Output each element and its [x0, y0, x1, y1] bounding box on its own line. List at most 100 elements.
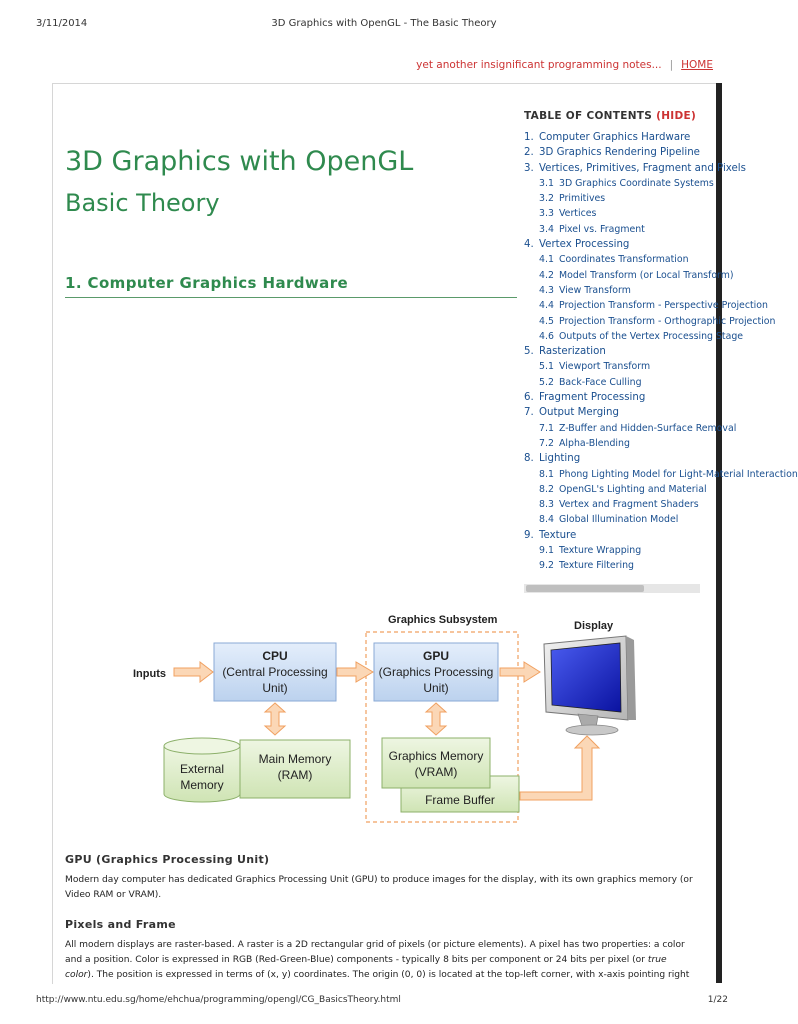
toc-heading: TABLE OF CONTENTS (HIDE): [524, 110, 700, 122]
toc-item-number: 3.: [524, 162, 534, 174]
toc-item[interactable]: 9.Texture: [524, 528, 700, 543]
toc-item-number: 4.5: [539, 315, 554, 327]
toc-item[interactable]: 7.Output Merging: [524, 405, 700, 420]
toc-item-number: 7.: [524, 407, 534, 419]
toc-item[interactable]: 8.Lighting: [524, 451, 700, 466]
gpu-display-arrow: [499, 661, 541, 683]
graphics-memory-box: [381, 737, 491, 789]
toc-item-label: 3D Graphics Coordinate Systems: [559, 177, 714, 189]
toc-item[interactable]: 3. Vertices, Primitives, Fragment and Pix…: [524, 161, 746, 176]
toc-item[interactable]: 4.2 Model Transform (or Local Transform): [524, 268, 734, 283]
toc-item-number: 7.2: [539, 437, 554, 449]
toc-item-label: Primitives: [559, 193, 606, 205]
toc-item-number: 8.2: [539, 483, 554, 495]
toc-item-number: 5.1: [539, 361, 554, 373]
cpu-ram-double-arrow: [263, 702, 287, 736]
pixels-paragraph-line2: and a position. Color is expressed in RG…: [65, 952, 667, 968]
toc-item-label: Texture: [539, 529, 577, 541]
toc-item-number: 5.: [524, 346, 534, 358]
toc-item-label: Back-Face Culling: [559, 376, 642, 388]
toc-item-number: 4.2: [539, 269, 554, 281]
toc-item-label: Vertices, Primitives, Fragment and Pixel…: [539, 162, 746, 174]
toc-item-label: Rasterization: [539, 346, 606, 358]
toc-item[interactable]: 2.3D Graphics Rendering Pipeline: [524, 145, 700, 160]
toc-item[interactable]: 1.Computer Graphics Hardware: [524, 130, 700, 145]
toc-title: TABLE OF CONTENTS: [524, 110, 653, 122]
gpu-line2: (Graphics Processing: [379, 665, 494, 679]
print-page-number: 1/22: [707, 995, 728, 1005]
toc-item-label: Computer Graphics Hardware: [539, 132, 691, 143]
home-link[interactable]: HOME: [681, 59, 713, 71]
toc-item-number: 8.3: [539, 499, 554, 511]
toc-item-label: Pixel vs. Fragment: [559, 223, 645, 235]
toc-item-label: 3D Graphics Rendering Pipeline: [539, 147, 700, 159]
toc-item-label: Outputs of the Vertex Processing Stage: [559, 330, 744, 342]
toc-item-label: Model Transform (or Local Transform): [559, 269, 734, 281]
print-date: 3/11/2014: [36, 18, 88, 29]
toc-item-label: Global Illumination Model: [559, 514, 679, 526]
framebuffer-display-arrow: [519, 735, 601, 801]
toc-item[interactable]: 4.5 Projection Transform - Orthographic P…: [524, 314, 775, 329]
cpu-gpu-arrow: [336, 661, 374, 683]
display-label: Display: [574, 620, 614, 632]
cpu-line3: Unit): [262, 681, 287, 695]
pixels-paragraph-line3: color). The position is expressed in ter…: [65, 967, 689, 983]
cpu-line2: (Central Processing: [222, 665, 327, 679]
toc-item[interactable]: 8.2 OpenGL's Lighting and Material: [524, 482, 707, 497]
section-divider: [65, 297, 517, 298]
toc-item[interactable]: 7.2 Alpha-Blending: [524, 436, 700, 451]
toc-item[interactable]: 5.1 Viewport Transform: [524, 359, 700, 374]
toc-item[interactable]: 5. Rasterization: [524, 344, 700, 359]
toc-item-label: Viewport Transform: [559, 361, 651, 373]
gpu-vram-double-arrow: [424, 702, 448, 736]
gpu-line3: Unit): [423, 681, 448, 695]
graphics-subsystem-frame: [365, 631, 519, 823]
cpu-line1: CPU: [262, 649, 287, 663]
gpu-paragraph-line1: Modern day computer has dedicated Graphi…: [65, 875, 693, 885]
cpu-box: [213, 642, 337, 702]
toc-item-label: Vertex Processing: [539, 239, 630, 251]
graphics-hardware-diagram: Graphics Subsystem Inputs CPU (Central P…: [133, 614, 636, 823]
toc-item-label: Lighting: [539, 453, 581, 465]
toc-item-label: Alpha-Blending: [559, 437, 630, 449]
toc-scrollbar-thumb[interactable]: [526, 585, 644, 592]
toc-item[interactable]: 6. Fragment Processing: [524, 390, 700, 405]
toc-item-label: Vertices: [559, 208, 597, 220]
toc-item-number: 9.1: [539, 545, 554, 557]
page-title: 3D Graphics with OpenGL: [65, 146, 414, 177]
toc-item-number: 8.1: [539, 468, 554, 480]
gpu-heading: GPU (Graphics Processing Unit): [65, 853, 270, 866]
toc-item-label: Vertex and Fragment Shaders: [559, 499, 699, 511]
toc-item-number: 6.: [524, 392, 534, 404]
graphics-subsystem-label: Graphics Subsystem: [388, 614, 498, 626]
toc-item[interactable]: 8.3 Vertex and Fragment Shaders: [524, 497, 700, 512]
toc-item-label: OpenGL's Lighting and Material: [559, 483, 707, 495]
toc-item[interactable]: 4.Vertex Processing: [524, 237, 700, 252]
section-heading: 1. Computer Graphics Hardware: [65, 274, 349, 292]
toc-item-number: 3.1: [539, 177, 554, 189]
main-memory-box: [239, 739, 351, 799]
toc-hide-toggle[interactable]: (HIDE): [656, 110, 697, 122]
print-url: http://www.ntu.edu.sg/home/ehchua/progra…: [36, 995, 401, 1005]
toc-item-label: Projection Transform - Orthographic Proj…: [559, 315, 776, 327]
nav-separator: |: [669, 59, 674, 71]
graphics-memory-line2: (VRAM): [415, 765, 458, 779]
pixels-p2-emphasis: true: [647, 955, 667, 965]
toc-item[interactable]: 3.1 3D Graphics Coordinate Systems: [524, 176, 714, 191]
toc-item-number: 4.1: [539, 254, 554, 266]
toc-item-label: Fragment Processing: [539, 392, 646, 404]
